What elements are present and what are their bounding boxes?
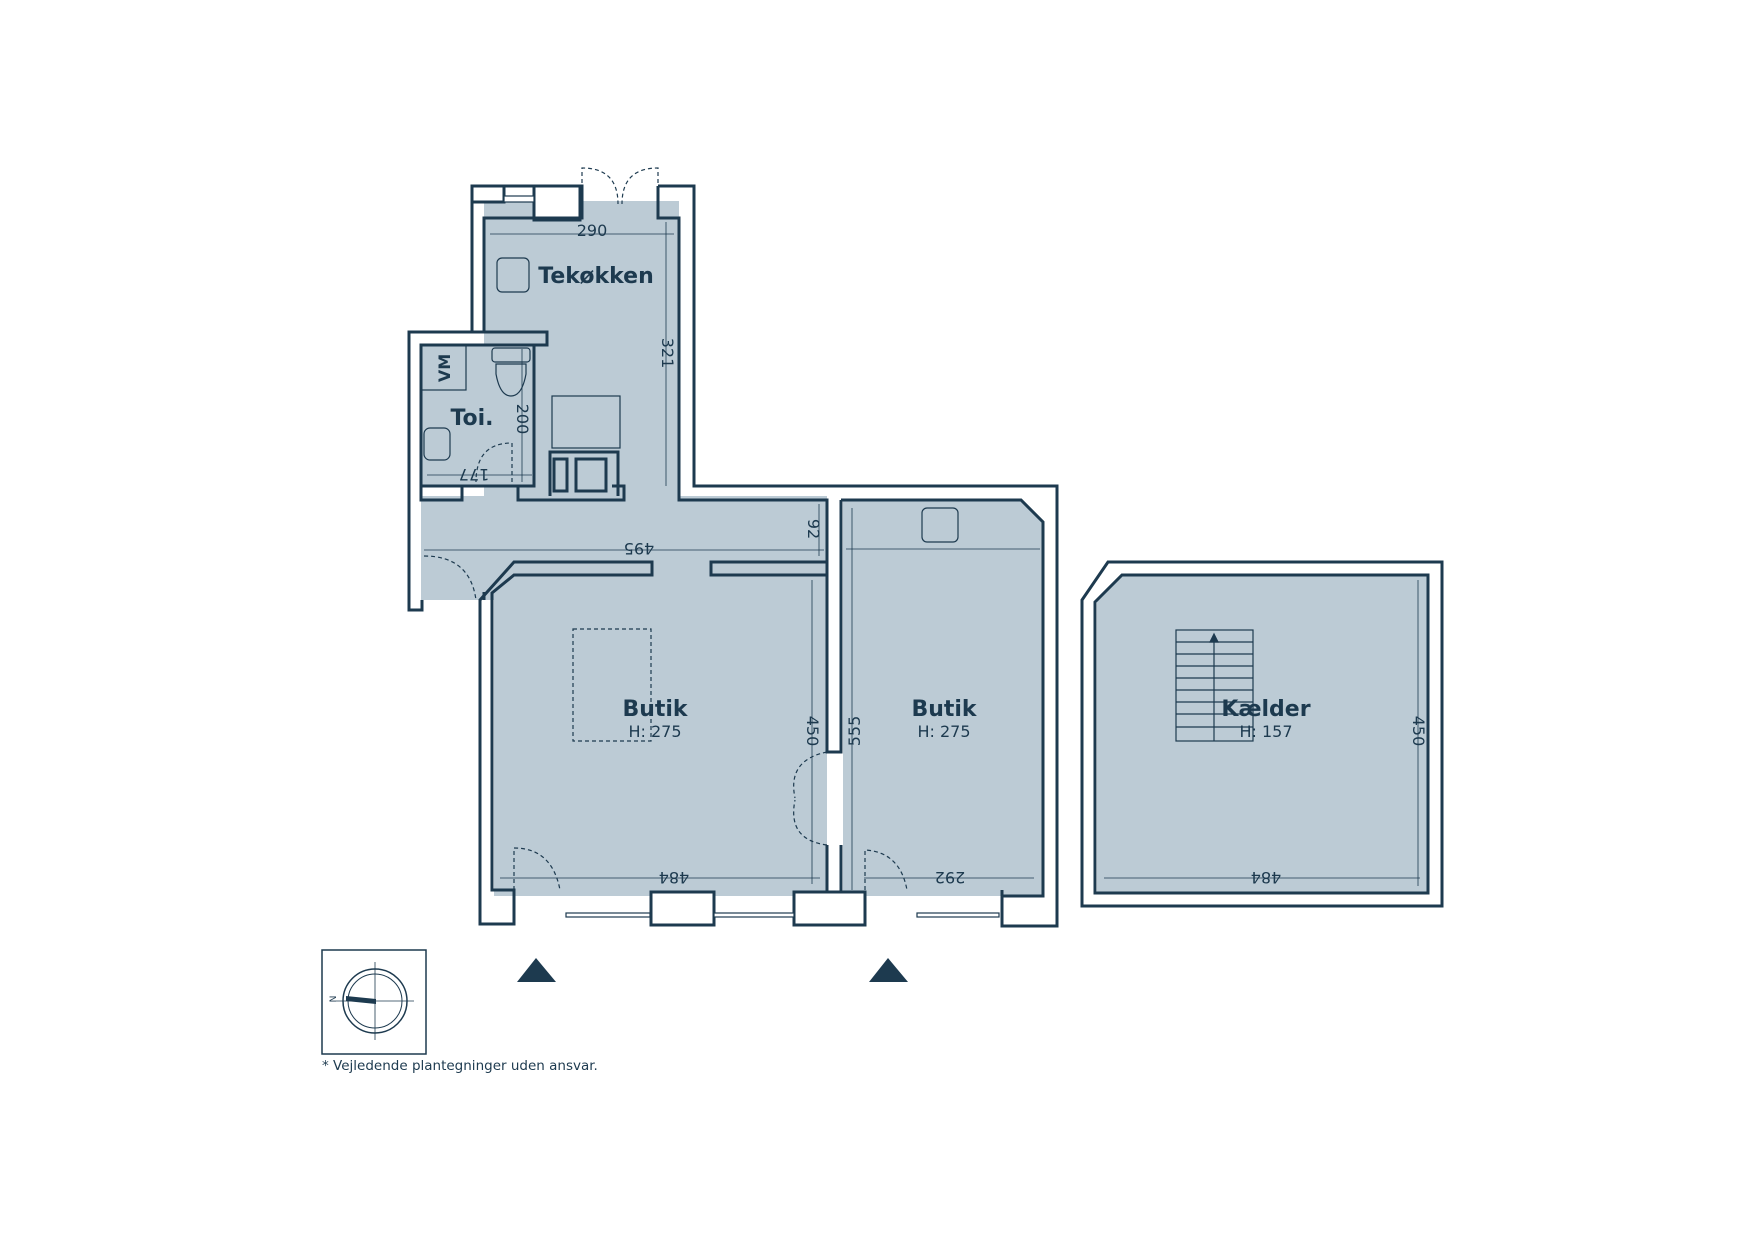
sink-tekokken (496, 257, 530, 293)
dim-butik-right-width: 292 (935, 868, 966, 887)
facade-pier-2 (792, 890, 867, 927)
toilet-wall-frame (419, 343, 536, 488)
fixtures (420, 257, 1254, 742)
butik-right-inner (841, 498, 1045, 898)
dim-kaelder-depth: 450 (1409, 716, 1428, 747)
dim-butik-right-depth: 555 (845, 716, 864, 747)
doors (423, 167, 908, 891)
door-partition-lower (793, 799, 828, 846)
compass-needle-icon (346, 996, 376, 1004)
room-label-tekokken: Tekøkken (538, 264, 654, 289)
floor-fills (421, 201, 1428, 896)
door-hall-entrance (423, 555, 477, 601)
toilet-floor (421, 345, 533, 486)
dim-tekokken-depth: 321 (658, 338, 677, 369)
dim-hall-depth: 92 (804, 519, 823, 539)
toilet-tank (491, 347, 531, 363)
wall-pier-left (470, 184, 506, 204)
room-label-butik-left: Butik (622, 697, 688, 722)
windows (503, 195, 1000, 918)
facade-right (1002, 486, 1059, 928)
dim-kaelder-width: 484 (1251, 868, 1282, 887)
compass: N (321, 949, 427, 1055)
sink-toilet (423, 427, 451, 461)
door-toilet (475, 442, 513, 483)
dimension-lines (424, 222, 1420, 890)
kaelder-wall-inner (1093, 573, 1430, 895)
kaelder-floor (1097, 576, 1428, 893)
entrance-arrow-right-icon (869, 958, 908, 982)
facade-pier-1 (649, 890, 716, 927)
kaelder-wall-outer (1080, 560, 1444, 908)
butik-right-floor (843, 500, 1043, 896)
dim-toilet-width: 177 (459, 465, 490, 484)
stairs-kaelder (1175, 629, 1254, 742)
butik-left-wall-outer (478, 560, 654, 926)
kitchen-block-1 (552, 457, 569, 493)
door-tekokken-terrace-left (581, 167, 619, 205)
fixture-label-vm: VM (435, 354, 454, 382)
room-label-kaelder: Kælder (1221, 697, 1310, 722)
disclaimer-text: * Vejledende plantegninger uden ansvar. (322, 1058, 598, 1074)
compass-north-label: N (329, 996, 339, 1003)
kitchen-cabinet (551, 395, 621, 449)
entrance-arrow-left-icon (517, 958, 556, 982)
kitchen-block-2 (574, 457, 608, 493)
partition-lower (825, 845, 843, 898)
room-label-toilet: Toi. (450, 406, 493, 431)
walls (407, 184, 1444, 928)
room-label-butik-right: Butik (911, 697, 977, 722)
dim-hall-width: 495 (624, 539, 655, 558)
washing-machine-box (420, 344, 467, 391)
door-tekokken-terrace-right (621, 167, 659, 205)
room-height-butik-left: H: 275 (628, 722, 681, 741)
window-butik-right (916, 912, 1000, 918)
kitchen-island (548, 450, 620, 496)
dim-butik-left-width: 484 (659, 868, 690, 887)
hall-entrance-floor (421, 560, 475, 600)
room-height-kaelder: H: 157 (1239, 722, 1292, 741)
skylight-butik-left (572, 628, 652, 742)
room-height-butik-right: H: 275 (917, 722, 970, 741)
window-butik-left-2 (713, 912, 795, 918)
door-partition-upper (793, 751, 828, 799)
butik-left-floor (494, 560, 827, 896)
hall-wall-left (419, 486, 464, 502)
window-butik-left-1 (565, 912, 651, 918)
dim-tekokken-width: 290 (577, 221, 608, 240)
dim-toilet-depth: 200 (513, 404, 532, 435)
door-butik-left (513, 847, 561, 891)
dim-butik-left-depth: 450 (803, 716, 822, 747)
toilet-bowl (495, 363, 527, 397)
sink-butik-right (921, 507, 959, 543)
wall-pier-mid (532, 184, 582, 222)
window-tekokken (503, 195, 535, 203)
partition-upper (825, 500, 843, 754)
